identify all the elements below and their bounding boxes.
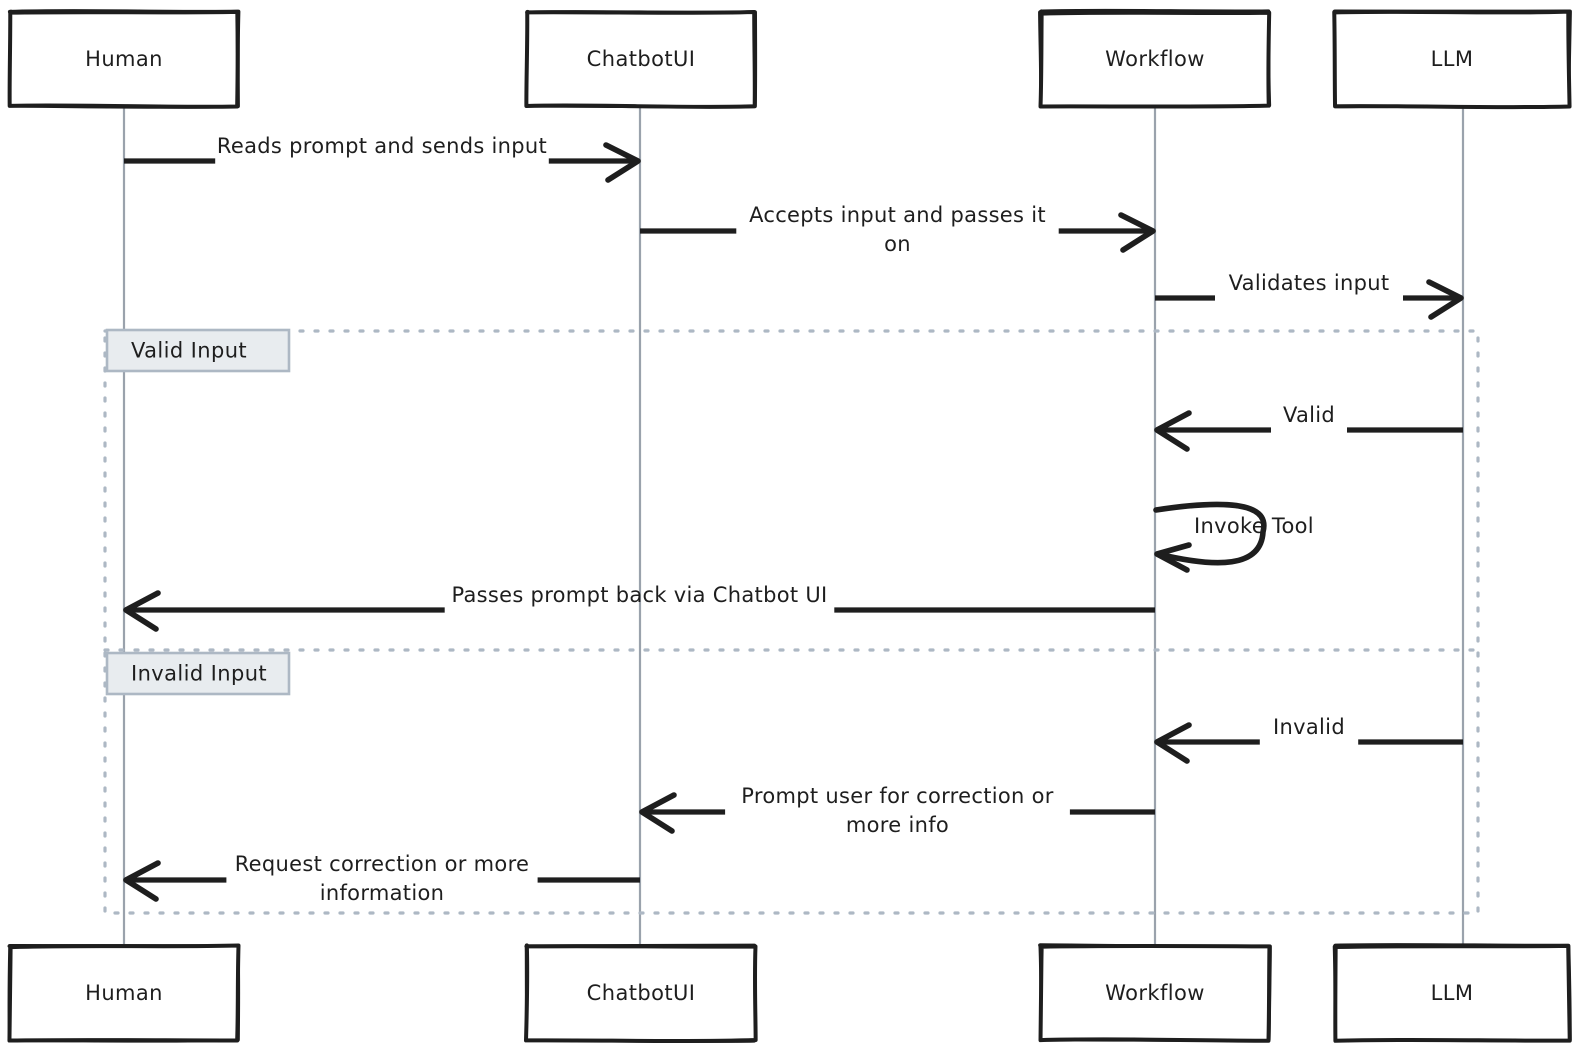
arrowhead-right <box>1118 212 1156 253</box>
participant-label-workflow: Workflow <box>1105 47 1205 71</box>
participant-box-outline <box>524 943 758 1044</box>
arrowhead-left <box>123 590 161 632</box>
participant-box-outline <box>1332 9 1572 110</box>
self-message-curve <box>1153 501 1267 566</box>
participant-box-outline <box>7 9 240 109</box>
arrowhead-left <box>1154 542 1192 573</box>
participant-label-chatbotui: ChatbotUI <box>587 981 696 1005</box>
message-label: Invalid <box>1273 715 1345 739</box>
participant-label-human: Human <box>85 47 163 71</box>
fragment-tag-background <box>105 328 291 373</box>
participant-box-llm-bottom[interactable]: LLM <box>1332 943 1572 1043</box>
participant-box-human-top[interactable]: Human <box>7 9 241 109</box>
participant-label-human: Human <box>85 981 163 1005</box>
message-label: Invoke Tool <box>1194 514 1314 538</box>
message-label: more info <box>846 813 949 837</box>
participant-box-llm-top[interactable]: LLM <box>1332 9 1572 110</box>
message-label: Prompt user for correction or <box>741 784 1053 808</box>
participant-box-outline <box>1038 9 1272 109</box>
participant-box-chatbotui-bottom[interactable]: ChatbotUI <box>524 943 758 1044</box>
arrowhead-right <box>1426 279 1464 320</box>
fragment-tag-label: Invalid Input <box>131 662 267 686</box>
fragment-tag-invalid-input[interactable]: Invalid Input <box>105 651 291 696</box>
alt-fragment-border <box>103 329 1480 915</box>
message-label: information <box>320 881 445 905</box>
message-m3: Validates input <box>1155 271 1464 320</box>
message-m6: Passes prompt back via Chatbot UI <box>123 583 1155 632</box>
arrowhead-left <box>1154 722 1192 764</box>
message-label: Valid <box>1283 403 1335 427</box>
participant-label-workflow: Workflow <box>1105 981 1205 1005</box>
participant-label-chatbotui: ChatbotUI <box>587 47 696 71</box>
message-m7: Invalid <box>1154 715 1463 764</box>
message-label: Request correction or more <box>235 852 530 876</box>
participant-box-outline <box>524 10 757 109</box>
participant-box-chatbotui-top[interactable]: ChatbotUI <box>524 9 758 109</box>
arrowhead-left <box>639 792 677 834</box>
arrowhead-left <box>1154 410 1192 452</box>
message-label: Accepts input and passes it <box>749 203 1046 227</box>
participant-box-outline <box>7 943 241 1043</box>
message-label: on <box>884 232 911 256</box>
lifelines-group <box>122 106 1465 946</box>
message-m2: Accepts input and passes it on <box>640 203 1156 256</box>
message-m4: Valid <box>1154 403 1463 452</box>
participant-box-workflow-top[interactable]: Workflow <box>1038 8 1272 109</box>
message-label: Validates input <box>1229 271 1390 295</box>
message-m1: Reads prompt and sends input <box>124 134 641 183</box>
participant-box-workflow-bottom[interactable]: Workflow <box>1038 943 1272 1043</box>
participant-box-human-bottom[interactable]: Human <box>7 943 241 1043</box>
message-m8: Prompt user for correction or more info <box>639 784 1155 837</box>
message-label: Passes prompt back via Chatbot UI <box>451 583 827 607</box>
message-label: Reads prompt and sends input <box>217 134 547 158</box>
fragment-tag-valid-input[interactable]: Valid Input <box>105 328 291 373</box>
participant-label-llm: LLM <box>1431 47 1474 71</box>
message-m5: Invoke Tool <box>1153 501 1314 573</box>
arrowhead-right <box>603 142 641 183</box>
fragment-tag-background <box>105 651 291 696</box>
participant-box-outline <box>1038 943 1272 1043</box>
message-m9: Request correction or more information <box>123 852 640 905</box>
alt-fragment-group <box>103 329 1480 915</box>
participant-box-outline <box>1333 943 1572 1043</box>
fragment-tag-label: Valid Input <box>131 339 247 363</box>
arrowhead-left <box>123 860 161 902</box>
participant-label-llm: LLM <box>1431 981 1474 1005</box>
